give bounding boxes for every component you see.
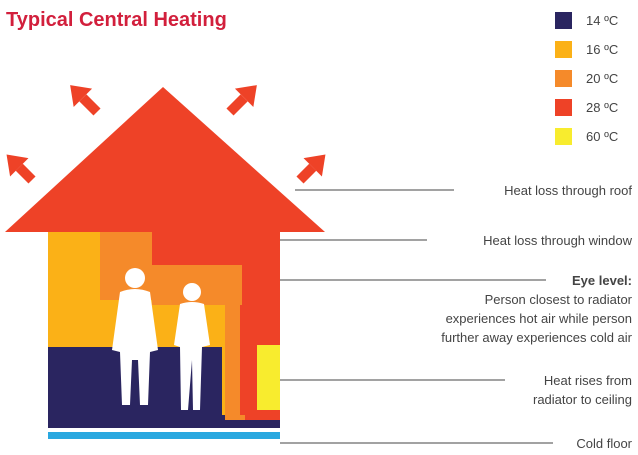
legend-label: 28 ºC <box>586 100 619 115</box>
legend-swatch <box>555 41 572 58</box>
person-right-silhouette <box>174 283 210 410</box>
eye-level-line: further away experiences cold air <box>441 330 632 345</box>
legend-label: 20 ºC <box>586 71 619 86</box>
diagram-title: Typical Central Heating <box>6 9 227 31</box>
legend-swatch <box>555 70 572 87</box>
callout-heat-rises: Heat rises from radiator to ceiling <box>533 371 632 409</box>
eye-level-line: Person closest to radiator <box>484 292 632 307</box>
heat-rises-line: Heat rises from <box>543 373 632 388</box>
cold-floor <box>48 432 280 439</box>
callout-lines <box>280 189 553 444</box>
roof <box>5 87 325 232</box>
legend-item: 14 ºC <box>555 6 635 35</box>
legend-label: 16 ºC <box>586 42 619 57</box>
radiator-60c <box>257 345 280 410</box>
legend-swatch <box>555 128 572 145</box>
heat-loss-arrows <box>6 85 326 184</box>
floor-white-gap <box>48 428 280 432</box>
legend-item: 60 ºC <box>555 122 635 151</box>
eye-level-title: Eye level: <box>572 273 632 288</box>
legend-item: 20 ºC <box>555 64 635 93</box>
legend-swatch <box>555 99 572 116</box>
legend-item: 28 ºC <box>555 93 635 122</box>
legend-label: 60 ºC <box>586 129 619 144</box>
eye-level-line: experiences hot air while person <box>445 311 632 326</box>
temperature-legend: 14 ºC 16 ºC 20 ºC 28 ºC 60 ºC <box>555 6 635 151</box>
callout-floor: Cold floor <box>576 436 632 451</box>
heat-rises-line: radiator to ceiling <box>533 392 632 407</box>
legend-label: 14 ºC <box>586 13 619 28</box>
legend-swatch <box>555 12 572 29</box>
callout-window: Heat loss through window <box>483 233 632 248</box>
callout-eye-level: Eye level: Person closest to radiator ex… <box>441 271 632 347</box>
callout-roof: Heat loss through roof <box>504 183 632 198</box>
person-left-silhouette <box>112 268 158 405</box>
legend-item: 16 ºC <box>555 35 635 64</box>
